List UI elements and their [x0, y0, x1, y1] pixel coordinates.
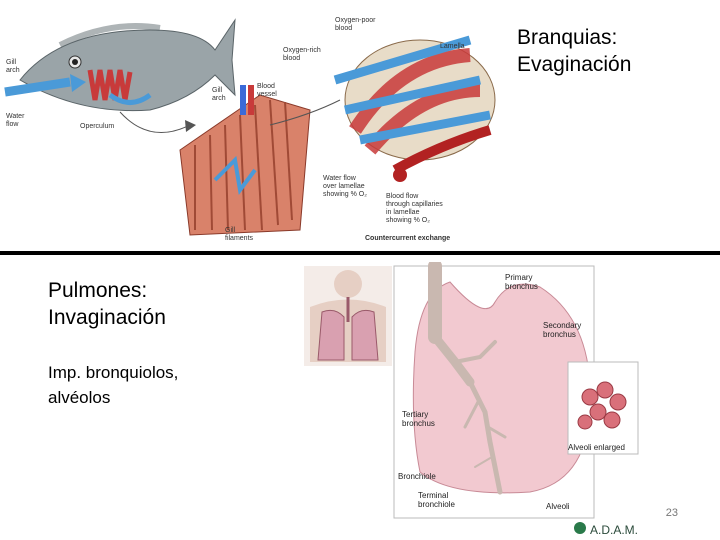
page-number: 23 — [666, 507, 678, 519]
label-countercurrent-exchange: Countercurrent exchange — [365, 235, 450, 242]
label-operculum: Operculum — [80, 123, 114, 130]
svg-text:A.D.A.M.: A.D.A.M. — [590, 523, 638, 537]
lungs-body-text: Imp. bronquiolos, alvéolos — [48, 360, 178, 410]
label-alveoli: Alveoli — [546, 502, 570, 511]
label-lamella: Lamella — [440, 43, 465, 50]
label-bronchiole: Bronchiole — [398, 472, 436, 481]
section-divider — [0, 251, 720, 255]
adam-logo-icon: A.D.A.M. — [574, 522, 638, 537]
gills-title: Branquias: Evaginación — [517, 24, 631, 78]
gill-filaments-icon — [180, 85, 310, 235]
label-alveoli-enlarged: Alveoli enlarged — [568, 443, 625, 452]
torso-thumbnail-icon — [304, 266, 392, 366]
lamella-block-icon — [335, 40, 495, 182]
lungs-title: Pulmones: Invaginación — [48, 277, 166, 331]
